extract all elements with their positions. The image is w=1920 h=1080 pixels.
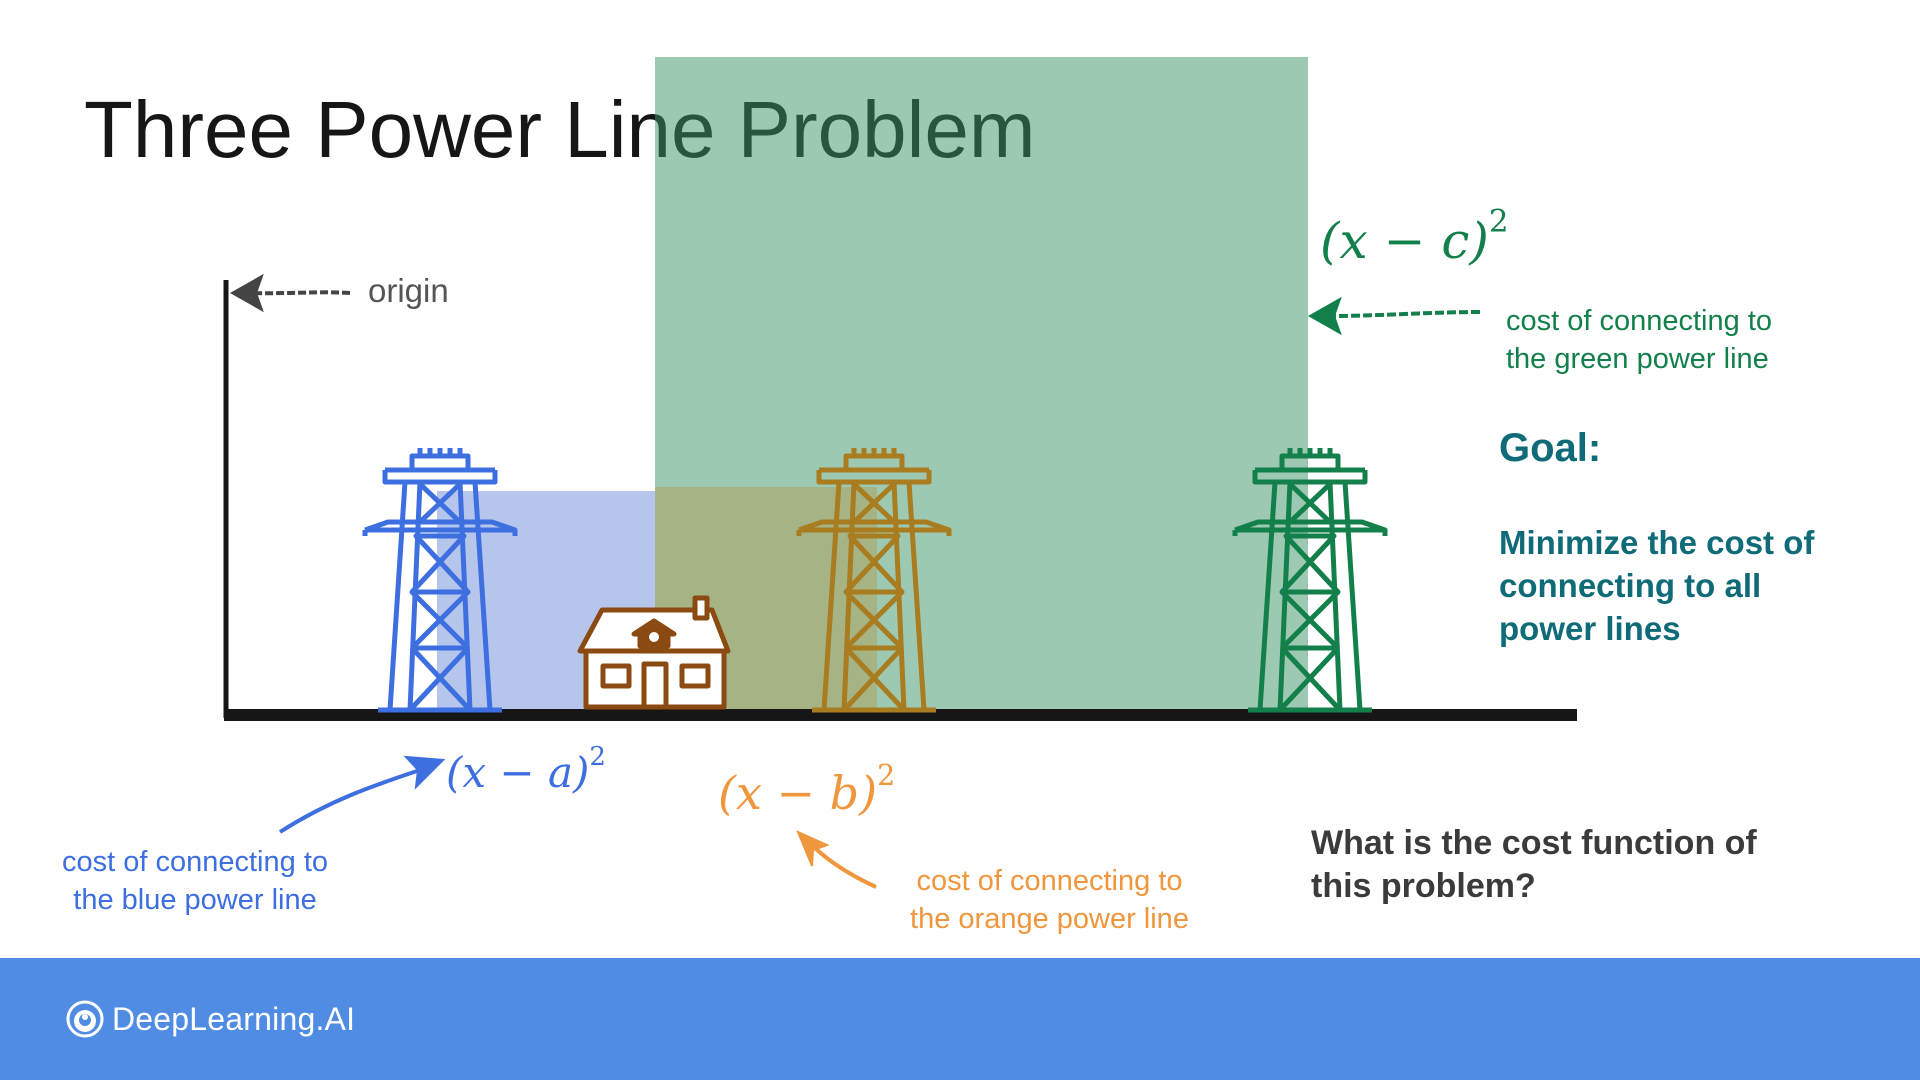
footer-bar: DeepLearning.AI [0, 958, 1920, 1080]
origin-arrow-icon [229, 273, 351, 313]
green-formula-exponent: 2 [1488, 203, 1509, 240]
origin-label: origin [368, 272, 449, 309]
blue-caption-line-2: the blue power line [73, 884, 317, 916]
orange-cost-formula: (x − b)2 [718, 761, 895, 820]
green-caption-line-2: the green power line [1506, 343, 1769, 375]
orange-formula-base: (x − b) [718, 766, 878, 820]
green-cost-caption: cost of connecting to the green power li… [1506, 302, 1772, 378]
blue-formula-base: (x − a) [446, 748, 590, 797]
orange-cost-caption: cost of connecting to the orange power l… [888, 862, 1211, 938]
question-text: What is the cost function of this proble… [1311, 822, 1757, 908]
green-formula-base: (x − c) [1320, 212, 1489, 270]
goal-text: Minimize the cost of connecting to all p… [1499, 521, 1814, 650]
green-cost-formula: (x − c)2 [1320, 206, 1509, 270]
house-icon [577, 595, 731, 710]
orange-caption-line-2: the orange power line [910, 903, 1189, 935]
blue-caption-line-1: cost of connecting to [62, 846, 328, 878]
green-cost-square [655, 57, 1308, 710]
green-arrow-icon [1307, 296, 1481, 336]
question-line-1: What is the cost function of [1311, 824, 1757, 862]
deeplearning-logo-icon [66, 1000, 104, 1038]
goal-line-1: Minimize the cost of [1499, 524, 1815, 561]
orange-caption-line-1: cost of connecting to [916, 865, 1183, 897]
question-line-2: this problem? [1311, 867, 1536, 905]
goal-line-2: connecting to all [1499, 567, 1762, 604]
blue-cost-caption: cost of connecting to the blue power lin… [40, 843, 350, 919]
green-caption-line-1: cost of connecting to [1506, 305, 1772, 337]
orange-formula-exponent: 2 [877, 758, 896, 792]
blue-formula-exponent: 2 [589, 741, 606, 772]
blue-arrow-icon [278, 755, 446, 834]
brand-name: DeepLearning.AI [112, 1000, 356, 1037]
brand: DeepLearning.AI [66, 992, 355, 1046]
goal-heading: Goal: [1499, 426, 1602, 470]
orange-arrow-icon [796, 830, 877, 889]
blue-cost-formula: (x − a)2 [446, 744, 606, 797]
goal-line-3: power lines [1499, 610, 1681, 647]
